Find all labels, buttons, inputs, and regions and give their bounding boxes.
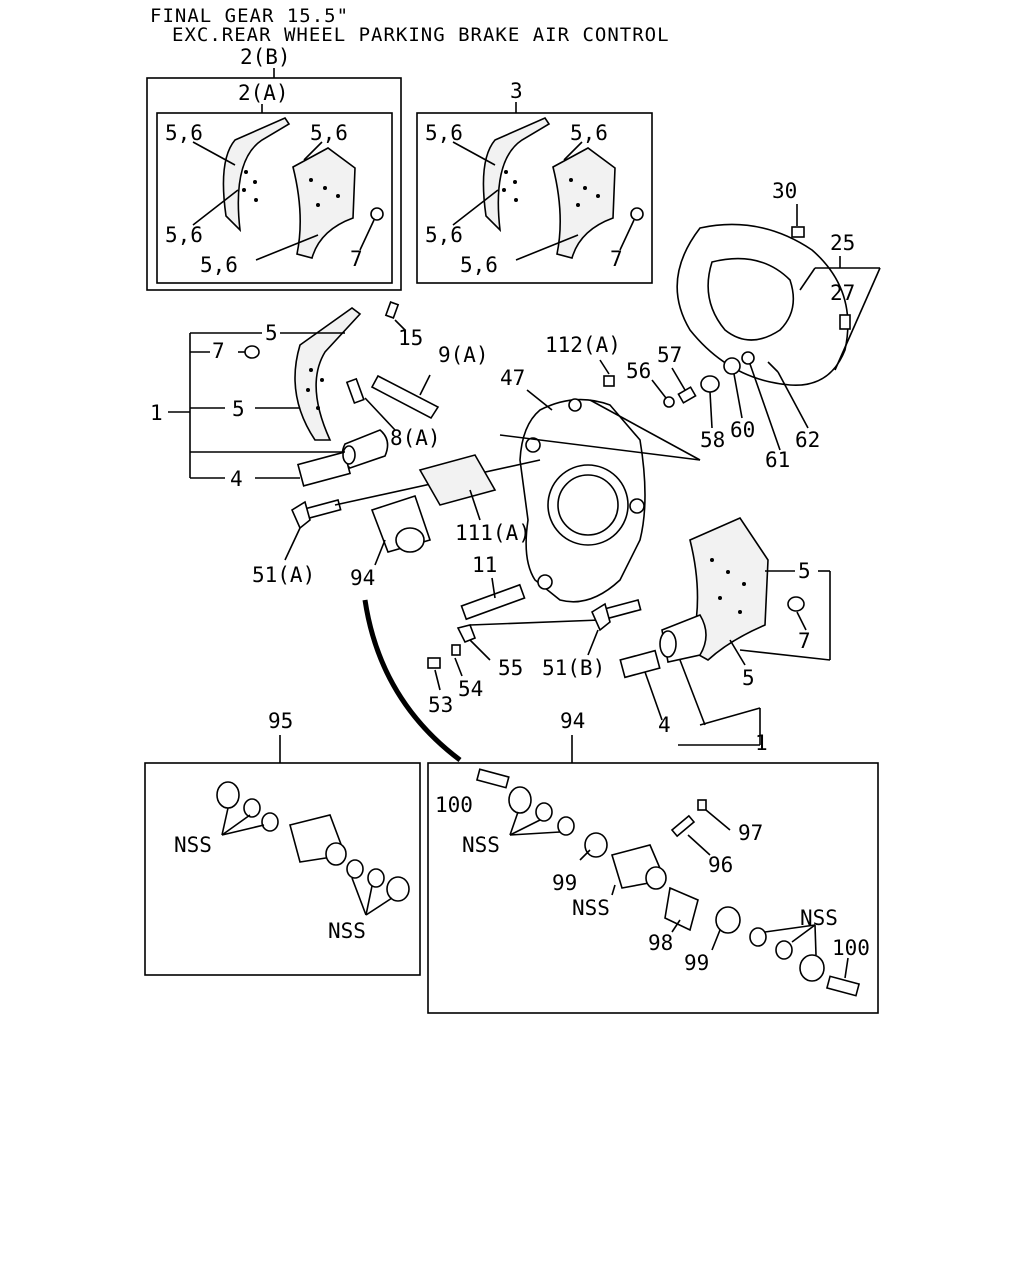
diagram-subtitle: EXC.REAR WHEEL PARKING BRAKE AIR CONTROL: [172, 24, 670, 46]
kit-3-box: 3 5,6 5,6 5,6 5,6 7: [416, 79, 653, 284]
callout-54: 54: [458, 677, 483, 701]
callout-99-upper: 99: [552, 871, 577, 895]
backing-plate: 30 25 27 57 56 58 60 61 62: [626, 179, 881, 472]
callout-5-6-3-ul: 5,6: [425, 121, 463, 145]
callout-2a: 2(A): [238, 81, 289, 105]
nss-95-lower: NSS: [328, 919, 366, 943]
callout-5-6-2a-ur: 5,6: [310, 121, 348, 145]
nss-95-upper: NSS: [174, 833, 212, 857]
callout-98: 98: [648, 931, 673, 955]
callout-25: 25: [830, 231, 855, 255]
callout-99-lower: 99: [684, 951, 709, 975]
callout-7-right: 7: [798, 629, 811, 653]
left-shoe-assembly: 1 5 7 5 4 15 9(A) 8(A) 51(A): [150, 301, 489, 587]
callout-53: 53: [428, 693, 453, 717]
callout-95: 95: [268, 709, 293, 733]
callout-15: 15: [398, 326, 423, 350]
lower-middle-parts: 11 55 54 53 51(B): [427, 553, 642, 717]
callout-30: 30: [772, 179, 797, 203]
callout-4-right: 4: [658, 713, 671, 737]
callout-3: 3: [510, 79, 523, 103]
callout-7-2a: 7: [350, 247, 363, 271]
callout-5-left-mid: 5: [232, 397, 245, 421]
nss-94-upper: NSS: [462, 833, 500, 857]
nss-94-lower: NSS: [800, 906, 838, 930]
diagram-title: FINAL GEAR 15.5": [150, 5, 349, 27]
callout-112a: 112(A): [545, 333, 621, 357]
callout-5-right-top: 5: [798, 559, 811, 583]
callout-5-6-2a-ll: 5,6: [165, 223, 203, 247]
callout-94-box: 94: [560, 709, 585, 733]
callout-11: 11: [472, 553, 497, 577]
callout-8a: 8(A): [390, 426, 441, 450]
wheel-cylinder-94: 94: [350, 494, 432, 590]
callout-58: 58: [700, 428, 725, 452]
callout-5-6-3-ur: 5,6: [570, 121, 608, 145]
callout-111a: 111(A): [455, 521, 531, 545]
callout-60: 60: [730, 418, 755, 442]
callout-57: 57: [657, 343, 682, 367]
callout-51b: 51(B): [542, 656, 605, 680]
callout-100-upper: 100: [435, 793, 473, 817]
callout-7-3: 7: [610, 247, 623, 271]
kit-2b-box: 2(B) 2(A) 5,6 5,6 5,6 5,6 7: [146, 45, 402, 291]
callout-27: 27: [830, 281, 855, 305]
callout-7-left: 7: [212, 339, 225, 363]
callout-5-6-3-lr: 5,6: [460, 253, 498, 277]
callout-100-lower: 100: [832, 936, 870, 960]
callout-2b: 2(B): [240, 45, 291, 69]
callout-5-6-3-ll: 5,6: [425, 223, 463, 247]
callout-62: 62: [795, 428, 820, 452]
kit-95-box: 95 NSS NSS: [144, 709, 421, 976]
brake-spider: 47 112(A) 111(A): [334, 333, 701, 603]
callout-97: 97: [738, 821, 763, 845]
callout-51a: 51(A): [252, 563, 315, 587]
callout-55: 55: [498, 656, 523, 680]
callout-5-6-2a-ul: 5,6: [165, 121, 203, 145]
callout-5-6-2a-lr: 5,6: [200, 253, 238, 277]
callout-1-left: 1: [150, 401, 163, 425]
callout-94-mid: 94: [350, 566, 375, 590]
kit-94-box: 94 100 NSS 99 NSS 97 96 98 99: [427, 709, 879, 1014]
callout-5-right-bot: 5: [742, 666, 755, 690]
callout-9a: 9(A): [438, 343, 489, 367]
callout-4-left: 4: [230, 467, 243, 491]
right-shoe-assembly: 7 5 5 4 1: [619, 516, 831, 755]
callout-47: 47: [500, 366, 525, 390]
nss-94-mid: NSS: [572, 896, 610, 920]
callout-96: 96: [708, 853, 733, 877]
callout-5-left-top: 5: [265, 321, 278, 345]
callout-56: 56: [626, 359, 651, 383]
callout-1-right: 1: [755, 731, 768, 755]
callout-61: 61: [765, 448, 790, 472]
